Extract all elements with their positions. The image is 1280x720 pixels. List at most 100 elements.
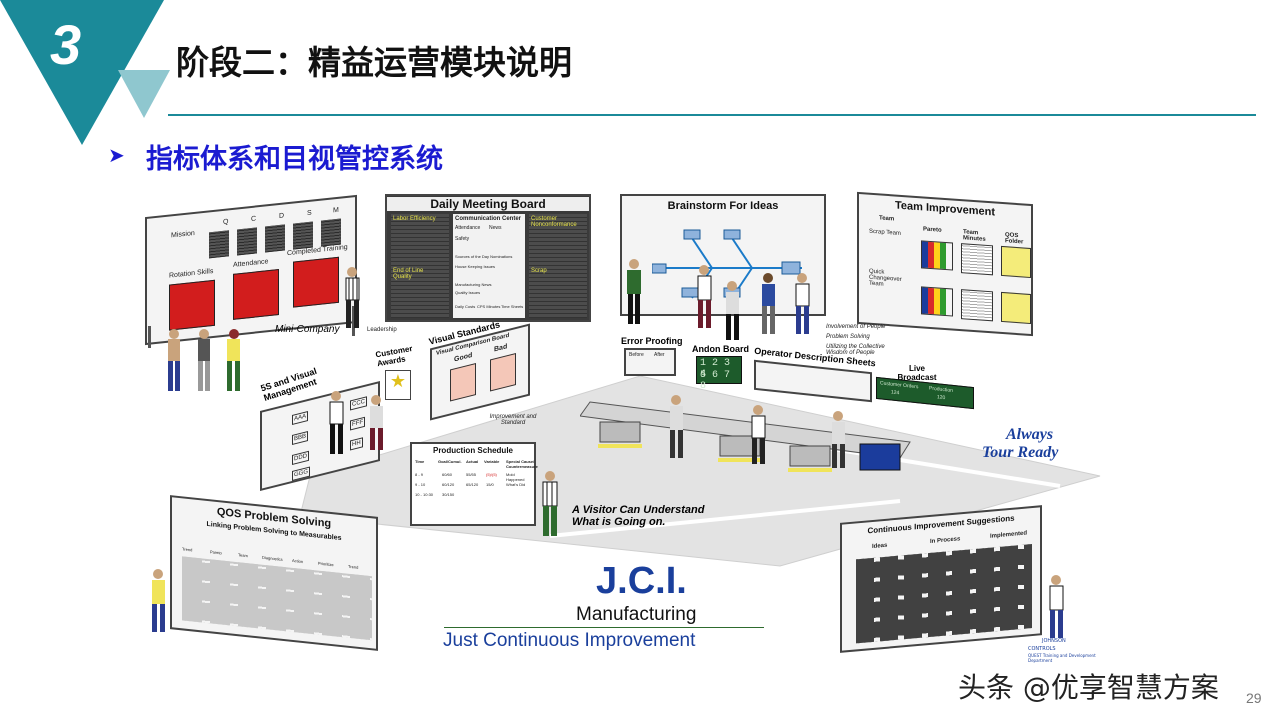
ps-r0-c4: Mold Happened	[506, 472, 525, 482]
qos-step-6: Trend	[348, 563, 359, 570]
header-divider	[168, 114, 1256, 116]
page-title: 阶段二：精益运营模块说明	[176, 43, 572, 82]
production-value: 120	[937, 394, 946, 402]
schedule-referee-person	[542, 471, 558, 536]
ti-col-1: Pareto	[923, 226, 942, 234]
brainstorm-people	[627, 259, 810, 340]
ti-col-0: Team	[879, 215, 895, 223]
mini-company-board: Mission Q C D S M Rotation Skills Attend…	[145, 194, 357, 346]
ti-col-2: Team Minutes	[963, 229, 986, 243]
ps-r1-c3: 15/0	[486, 482, 494, 487]
andon-row-1: 1 2 3 4	[700, 358, 731, 380]
andon-row-2: 5 6 7 8	[700, 370, 731, 392]
illustration: Mission Q C D S M Rotation Skills Attend…	[140, 186, 1140, 666]
dmb-center-10: Time Sheets	[501, 304, 524, 309]
ps-r2-c0: 10 - 10:30	[415, 492, 434, 497]
qos-person	[152, 569, 165, 632]
mini-label-0: Rotation Skills	[169, 267, 214, 280]
production-label: Production	[929, 385, 953, 394]
daily-meeting-title: Daily Meeting Board	[387, 197, 589, 211]
bin-2: BBB	[292, 430, 309, 445]
qos-board: QOS Problem Solving Linking Problem Solv…	[170, 495, 378, 651]
subtitle-text: 指标体系和目视管控系统	[146, 144, 443, 175]
cis-col-1: In Process	[930, 536, 961, 545]
ps-r1-c4: What's Did	[506, 482, 526, 487]
always-tour-ready-line-1: Always	[1006, 426, 1054, 443]
ps-r0-c2: 55/55	[466, 472, 477, 477]
cis-col-2: Implemented	[990, 530, 1028, 540]
page-number: 29	[1246, 690, 1262, 706]
people-group-left	[168, 329, 240, 391]
always-tour-ready-line-2: Tour Ready	[982, 444, 1059, 461]
mini-label-1: Attendance	[233, 258, 269, 269]
ps-r0-c0: 8 - 9	[415, 472, 424, 477]
ps-r1-c1: 60/120	[442, 482, 455, 487]
qos-step-2: Team	[238, 552, 248, 559]
dmb-center-8: Daily Costs	[455, 304, 476, 309]
legend-note-1: Problem Solving	[826, 334, 870, 340]
dmb-center-9: CPS Minutes	[477, 304, 501, 309]
live-broadcast-title: Live Broadcast	[897, 364, 937, 382]
ps-header-1: Goal/Cumul.	[438, 459, 462, 464]
improvement-standard-label: Improvement and Standard	[489, 414, 537, 426]
team-improvement-board: Team Improvement Team Pareto Team Minute…	[857, 191, 1033, 337]
referee-person-1	[345, 267, 360, 328]
dmb-center-4: Sources of the Day Nominations	[455, 254, 513, 259]
production-line	[580, 395, 911, 472]
ps-r1-c2: 65/120	[466, 482, 479, 487]
dmb-center-5: House Keeping Issues	[455, 264, 496, 269]
qos-step-1: Pareto	[210, 549, 222, 556]
watermark: 头条 @优享智慧方案	[958, 671, 1219, 704]
dmb-right-0: Customer Nonconformance	[531, 216, 577, 228]
after-label: After	[654, 352, 665, 358]
award-star-icon: ★	[385, 370, 411, 400]
brainstorm-title: Brainstorm For Ideas	[667, 200, 779, 212]
leadership-label: Leadership	[367, 327, 397, 333]
visitor-text-2: What is Going on.	[572, 516, 666, 528]
cis-col-0: Ideas	[872, 542, 888, 551]
production-schedule-title: Production Schedule	[432, 446, 513, 455]
qos-step-4: Action	[292, 557, 304, 565]
ps-header-3: Variable	[484, 459, 500, 464]
dmb-center-0: Communication Center	[455, 216, 522, 222]
ps-r2-c1: 30/150	[442, 492, 455, 497]
arrow-right-icon: ➤	[108, 143, 125, 167]
bin-3: DDD	[292, 450, 309, 465]
brand-manufacturing: Manufacturing	[576, 604, 697, 625]
bin-0: AAA	[292, 410, 309, 425]
mini-col-3: D	[279, 212, 285, 221]
dmb-center-6: Manufacturing News	[455, 282, 492, 287]
controls-label: CONTROLS	[1028, 646, 1056, 652]
ps-r0-c1: 60/60	[442, 472, 453, 477]
bin-5: GGG	[292, 466, 311, 481]
section-number: 3	[50, 13, 82, 76]
dmb-center-1: Attendance	[455, 225, 481, 231]
cis-person	[1049, 575, 1064, 638]
error-proofing-title: Error Proofing	[621, 336, 683, 346]
andon-title: Andon Board	[692, 344, 749, 354]
ps-header-4: Special Cause/ Countermeasure	[506, 459, 538, 469]
dmb-right-1: Scrap	[531, 268, 547, 274]
header-triangle-light	[118, 70, 170, 118]
brand-tagline: Just Continuous Improvement	[443, 630, 696, 651]
legend-note-2: Utilizing the Collective Wisdom of Peopl…	[826, 344, 885, 356]
dmb-center-3: Safety	[455, 236, 470, 242]
mini-col-0: Mission	[171, 229, 195, 240]
daily-meeting-board: Daily Meeting Board Labor Efficiency End…	[385, 194, 591, 322]
qos-step-5: Prioritize	[318, 560, 334, 568]
mini-col-2: C	[251, 215, 257, 223]
ps-header-2: Actual	[466, 459, 479, 464]
mini-col-4: S	[307, 209, 312, 218]
brand-rule	[444, 627, 764, 628]
ti-row-0: Scrap Team	[869, 228, 901, 237]
brand-name: J.C.I.	[596, 560, 687, 602]
ps-header-0: Time	[415, 459, 425, 464]
before-label: Before	[629, 352, 644, 358]
ps-r1-c0: 9 - 10	[415, 482, 426, 487]
qos-step-0: Trend	[182, 546, 193, 553]
mini-col-1: Q	[223, 218, 229, 226]
andon-board: 1 2 3 4 5 6 7 8	[696, 356, 742, 392]
credit-label: QUEST Training and Development Departmen…	[1028, 653, 1096, 663]
mini-col-5: M	[333, 206, 339, 215]
dmb-center-7: Quality Issues	[455, 290, 481, 295]
